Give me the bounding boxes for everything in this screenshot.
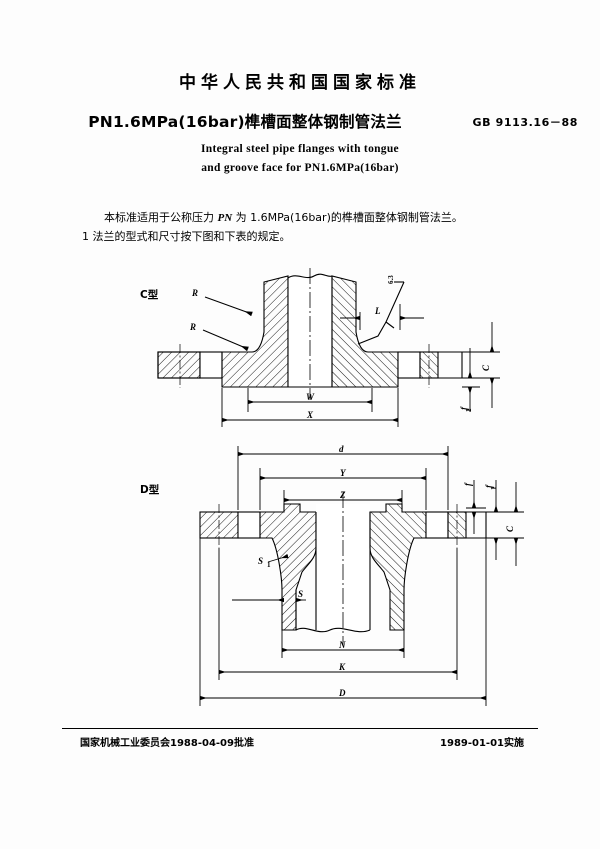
type-c-label: C型 <box>140 289 159 301</box>
title-row: PN1.6MPa(16bar)榫槽面整体钢制管法兰 GB 9113.16－88 <box>0 110 600 136</box>
dim-f1: f <box>459 406 469 410</box>
footer-approval: 国家机械工业委员会1988-04-09批准 <box>80 738 254 749</box>
scope-text-post: 为 1.6MPa(16bar)的榫槽面整体钢制管法兰。 <box>232 211 463 224</box>
technical-drawing-type-c: C型 <box>0 252 600 428</box>
surface-finish-symbol <box>357 281 405 345</box>
dim-z: Z <box>339 490 346 500</box>
clause-1-paragraph: 1 法兰的型式和尺寸按下图和下表的规定。 <box>82 230 291 243</box>
title-english-line-1: Integral steel pipe flanges with tongue <box>201 143 399 155</box>
issuing-body-heading: 中华人民共和国国家标准 <box>179 73 421 93</box>
dim-s1: S <box>258 556 263 566</box>
technical-drawing-type-d: D型 <box>0 430 600 720</box>
dim-y: Y <box>340 468 347 478</box>
type-c-section-view: R R 6.3 L C <box>157 268 500 427</box>
dim-r-upper: R <box>191 288 198 298</box>
surface-finish-value: 6.3 <box>387 275 395 284</box>
dim-d-large: D <box>338 688 346 698</box>
scope-paragraph: 本标准适用于公称压力 PN 为 1.6MPa(16bar)的榫槽面整体钢制管法兰… <box>82 208 522 228</box>
standard-number: GB 9113.16－88 <box>472 116 578 129</box>
dim-f: f <box>463 482 473 486</box>
title-english-line-2: and groove face for PN1.6MPa(16bar) <box>201 162 399 174</box>
type-d-section-view: d Y Z f <box>199 444 524 706</box>
footer-effective-date: 1989-01-01实施 <box>440 738 524 749</box>
dim-k: K <box>338 662 346 672</box>
dim-f1-d: f <box>484 484 494 488</box>
dim-f1-d-sub: 1 <box>490 486 498 490</box>
scope-text-pre: 本标准适用于公称压力 <box>104 211 218 224</box>
dim-c: C <box>481 364 491 371</box>
dim-r-lower: R <box>189 322 196 332</box>
dim-x: X <box>306 410 314 420</box>
type-d-label: D型 <box>140 484 160 496</box>
dim-d-small: d <box>339 444 344 454</box>
dim-s1-sub: 1 <box>267 561 271 569</box>
dim-w: W <box>306 392 315 402</box>
footer: 国家机械工业委员会1988-04-09批准 1989-01-01实施 <box>62 734 538 750</box>
page-title: PN1.6MPa(16bar)榫槽面整体钢制管法兰 <box>88 113 402 131</box>
dim-n: N <box>338 640 346 650</box>
footer-divider <box>62 728 538 729</box>
dim-s: S <box>298 589 303 599</box>
pn-symbol: PN <box>217 212 233 224</box>
dim-l: L <box>374 306 381 316</box>
dim-c-d: C <box>505 525 515 532</box>
dim-f1-sub: 1 <box>465 408 473 412</box>
